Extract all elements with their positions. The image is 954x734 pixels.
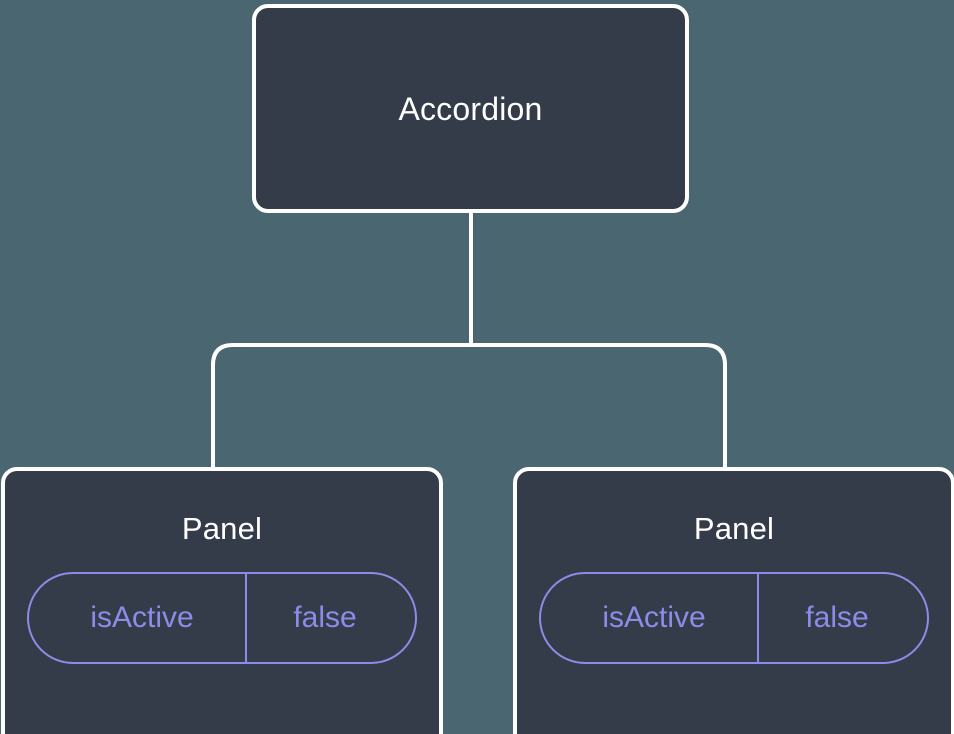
state-badge-key: isActive bbox=[602, 601, 706, 634]
state-badge-divider bbox=[245, 574, 247, 662]
state-badge-value: false bbox=[293, 601, 357, 634]
state-badge-key: isActive bbox=[90, 601, 194, 634]
tree-node-panel-1[interactable]: Panel isActive false bbox=[1, 467, 443, 734]
tree-node-panel-2[interactable]: Panel isActive false bbox=[513, 467, 954, 734]
connector-branch-right bbox=[471, 343, 727, 470]
tree-node-accordion[interactable]: Accordion bbox=[252, 4, 689, 213]
node-title: Accordion bbox=[398, 90, 543, 127]
state-badge[interactable]: isActive false bbox=[539, 572, 929, 664]
state-badge-value: false bbox=[805, 601, 869, 634]
connector-branch-left bbox=[211, 343, 471, 470]
node-title: Panel bbox=[181, 511, 263, 546]
state-badge-divider bbox=[757, 574, 759, 662]
state-badge[interactable]: isActive false bbox=[27, 572, 417, 664]
node-title: Panel bbox=[693, 511, 775, 546]
